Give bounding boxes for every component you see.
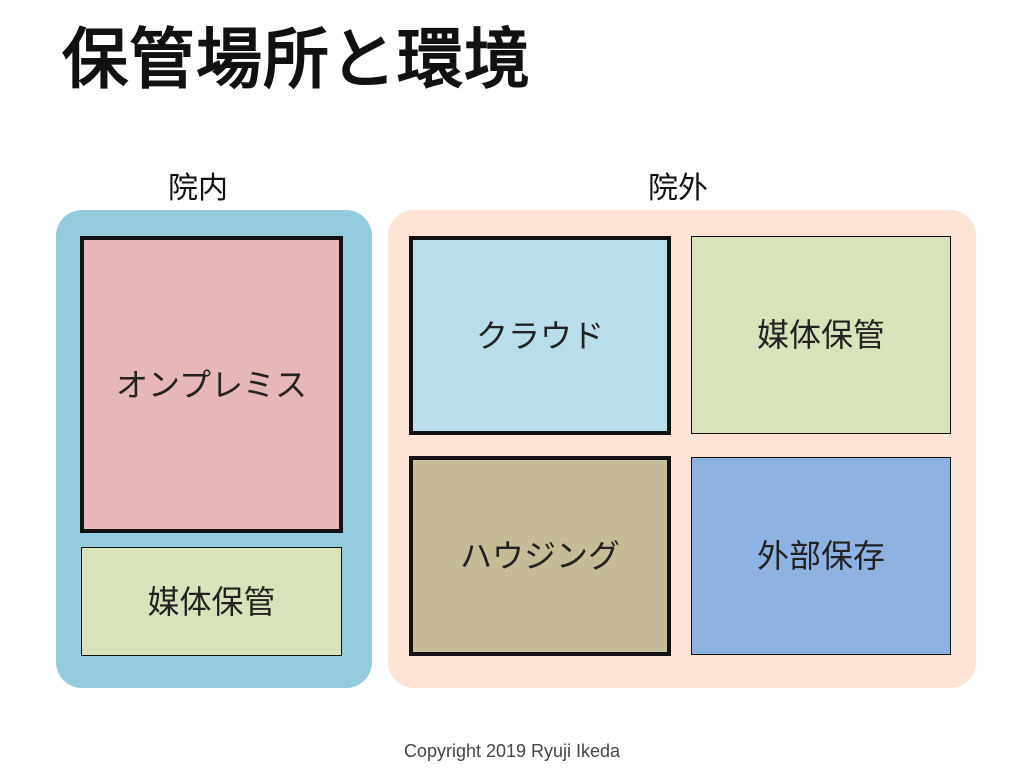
box-housing-label: ハウジング (459, 537, 620, 575)
box-media-storage-out-hospital-label: 媒体保管 (756, 316, 885, 354)
box-on-premise: オンプレミス (80, 236, 343, 533)
copyright-text: Copyright 2019 Ryuji Ikeda (403, 741, 621, 761)
group-label-out-hospital: 院外 (648, 171, 708, 206)
page-title: 保管場所と環境 (62, 21, 531, 98)
box-external-storage: 外部保存 (691, 457, 951, 655)
box-cloud: クラウド (409, 236, 671, 435)
box-media-storage-out-hospital: 媒体保管 (691, 236, 951, 434)
box-housing: ハウジング (409, 456, 671, 656)
group-label-in-hospital: 院内 (168, 171, 228, 206)
box-on-premise-label: オンプレミス (115, 365, 308, 404)
box-media-storage-in-hospital-label: 媒体保管 (147, 582, 276, 621)
box-external-storage-label: 外部保存 (756, 537, 885, 575)
box-cloud-label: クラウド (475, 316, 604, 355)
box-media-storage-in-hospital: 媒体保管 (81, 547, 342, 656)
